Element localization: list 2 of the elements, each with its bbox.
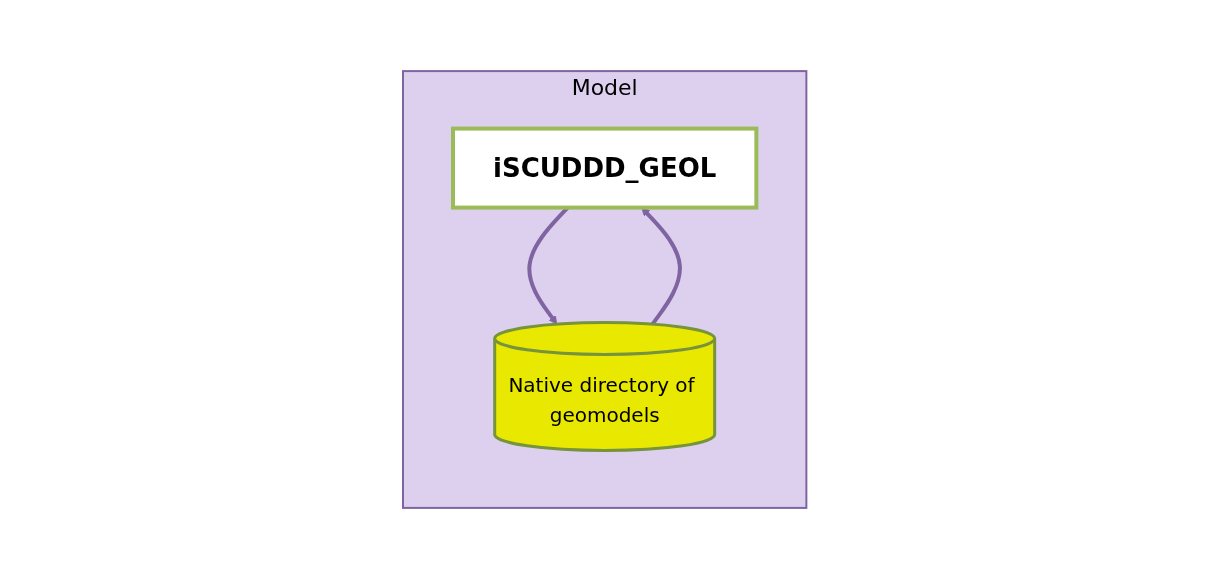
arrow xyxy=(641,207,683,326)
node-box: iSCUDDD_GEOL xyxy=(451,126,759,210)
